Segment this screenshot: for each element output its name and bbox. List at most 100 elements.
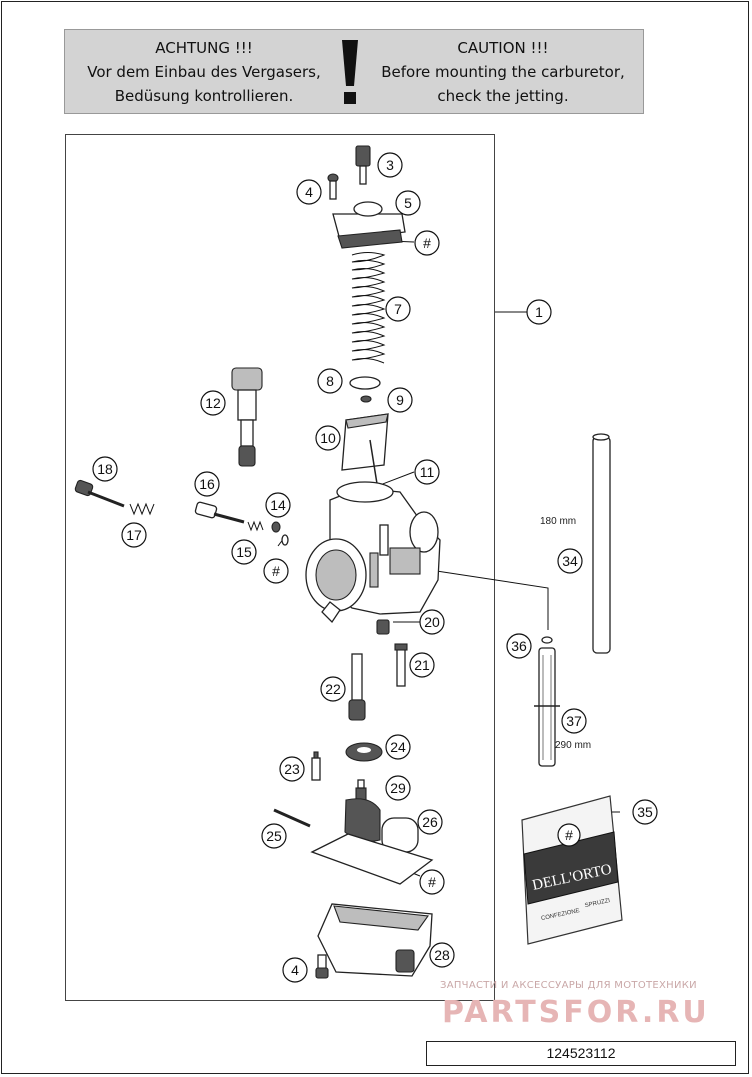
float-bowl-gasket [310,833,434,885]
svg-text:4: 4 [305,184,313,200]
svg-text:20: 20 [424,614,440,630]
callout-hash-top: # [414,230,440,256]
svg-text:9: 9 [396,392,404,408]
callout-8: 8 [317,368,343,394]
exclamation-icon [342,40,358,104]
svg-text:24: 24 [390,739,406,755]
warning-en-line3: check the jetting. [437,87,569,105]
callout-4-bottom: 4 [282,957,308,983]
callout-21: 21 [409,652,435,678]
warning-de-line2: Vor dem Einbau des Vergasers, [87,63,321,81]
part-8-needle-plate [349,376,381,390]
part-3-adjuster-screw [355,145,371,185]
warning-en-line2: Before mounting the carburetor, [381,63,625,81]
watermark: ЗАПЧАСТИ И АКСЕССУАРЫ ДЛЯ МОТОТЕХНИКИ PA… [440,980,740,1028]
svg-text:35: 35 [637,804,653,820]
svg-text:17: 17 [126,527,142,543]
callout-3: 3 [377,152,403,178]
part-4-screw [327,173,339,200]
callout-10: 10 [315,425,341,451]
part-26-float [344,798,419,853]
part-20-main-jet [376,619,390,635]
part-17-idle-spring [129,502,155,516]
part-35-jet-kit-packet: DELL'ORTO CONFEZIONE SPRUZZI [521,795,623,945]
part-22-atomizer [348,653,366,721]
watermark-logo: PARTSFOR.RU [442,995,710,1028]
callout-16: 16 [194,471,220,497]
caution-banner: ACHTUNG !!! Vor dem Einbau des Vergasers… [64,29,644,114]
callout-29: 29 [385,775,411,801]
callout-17: 17 [121,522,147,548]
callout-22: 22 [320,676,346,702]
document-code: 124523112 [426,1041,736,1066]
svg-text:34: 34 [562,553,578,569]
part-14-washer [271,521,281,533]
callout-35: 35 [632,799,658,825]
part-1-carburetor-body [305,481,441,624]
packet-label-2: SPRUZZI [584,898,611,909]
svg-text:#: # [272,563,280,579]
part-10-throttle-slide [341,413,389,471]
part-24-float-needle-seat [345,742,383,762]
svg-text:#: # [428,874,436,890]
part-5-top-cover [332,201,406,249]
svg-text:16: 16 [199,476,215,492]
svg-text:PARTSFOR.RU: PARTSFOR.RU [442,995,710,1028]
svg-text:23: 23 [284,761,300,777]
svg-text:7: 7 [394,301,402,317]
svg-text:22: 22 [325,681,341,697]
callout-11: 11 [414,459,440,485]
callout-25: 25 [261,823,287,849]
callout-hash-gasket: # [419,869,445,895]
svg-text:28: 28 [434,947,450,963]
assembly-frame [65,134,495,1001]
svg-text:21: 21 [414,657,430,673]
callout-4-top: 4 [296,179,322,205]
svg-text:#: # [423,235,431,251]
svg-text:3: 3 [386,157,394,173]
callout-36: 36 [506,633,532,659]
hose-34-length: 180 mm [540,516,576,527]
part-9-needle-clip [360,395,372,403]
callout-24: 24 [385,734,411,760]
callout-34: 34 [557,548,583,574]
part-21-idle-jet [394,643,408,687]
part-18-idle-screw [74,479,125,508]
svg-text:4: 4 [291,962,299,978]
part-23-float-needle [311,751,321,781]
callout-37: 37 [561,708,587,734]
svg-text:5: 5 [404,195,412,211]
part-36-clamp [541,636,553,644]
svg-text:37: 37 [566,713,582,729]
part-25-float-pin [273,808,311,828]
watermark-tagline: ЗАПЧАСТИ И АКСЕССУАРЫ ДЛЯ МОТОТЕХНИКИ [440,980,697,991]
svg-text:1: 1 [535,304,543,320]
callout-20: 20 [419,609,445,635]
svg-text:25: 25 [266,828,282,844]
part-12-choke-plunger [231,367,263,467]
callout-5: 5 [395,190,421,216]
svg-text:12: 12 [205,395,221,411]
callout-hash-mixture: # [263,558,289,584]
callout-23: 23 [279,756,305,782]
callout-18: 18 [92,456,118,482]
hose-37-length: 290 mm [555,740,591,751]
svg-text:29: 29 [390,780,406,796]
callout-1: 1 [526,299,552,325]
svg-text:11: 11 [420,464,435,480]
callout-hash-packet: # [557,823,581,847]
svg-text:10: 10 [320,430,336,446]
warning-de-line3: Bedüsung kontrollieren. [114,87,294,105]
callout-28: 28 [429,942,455,968]
callout-9: 9 [387,387,413,413]
svg-text:26: 26 [422,814,438,830]
svg-text:36: 36 [511,638,527,654]
svg-text:8: 8 [326,373,334,389]
svg-text:18: 18 [97,461,113,477]
callout-26: 26 [417,809,443,835]
warning-de-title: ACHTUNG !!! [155,39,253,57]
part-37-overflow-hose [534,647,560,767]
o-ring-small [281,534,289,546]
